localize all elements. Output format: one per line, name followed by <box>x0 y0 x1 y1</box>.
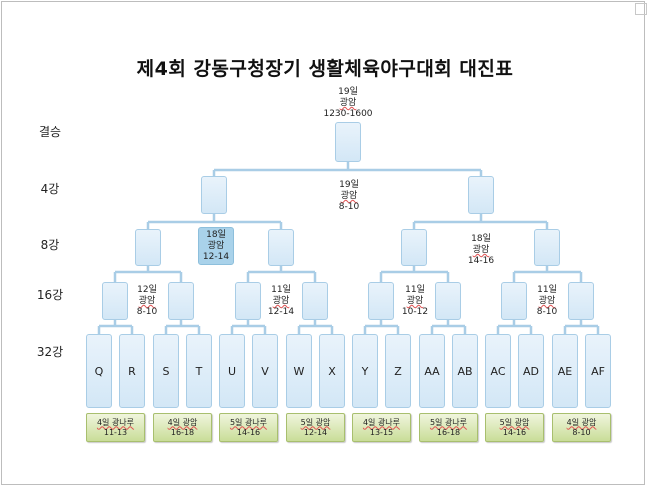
team-box-ac: AC <box>485 334 511 408</box>
r16-venue-3: 광암 <box>406 296 424 306</box>
team-box-ae: AE <box>552 334 578 408</box>
semi-box-right <box>468 176 494 214</box>
r32-schedule-2-time: 16-18 <box>170 427 195 437</box>
team-box-q: Q <box>86 334 112 408</box>
team-box-ad: AD <box>518 334 544 408</box>
quarter-right-time: 14-16 <box>467 256 495 266</box>
semi-venue: 광암 <box>340 191 358 201</box>
r32-schedule-7-time: 14-16 <box>502 427 527 437</box>
quarter-right-venue: 광암 <box>472 245 490 255</box>
r32-schedule-4-day-venue: 5일 광암 <box>300 417 331 427</box>
r16-box-1 <box>102 282 128 320</box>
team-box-aa: AA <box>419 334 445 408</box>
r16-venue-4: 광암 <box>538 296 556 306</box>
r32-schedule-5: 4일 광나루 13-15 <box>352 413 411 442</box>
final-venue: 광암 <box>339 98 357 108</box>
final-schedule-info: 19일 광암 1230-1600 <box>318 87 378 120</box>
r16-time-2: 12-14 <box>267 307 295 317</box>
final-date: 19일 <box>338 87 358 97</box>
r16-date-2: 11일 <box>271 285 291 295</box>
semi-box-left <box>201 176 227 214</box>
r32-schedule-7: 5일 광암 14-16 <box>485 413 544 442</box>
round-label-r32: 32강 <box>36 345 64 359</box>
r16-date-3: 11일 <box>405 285 425 295</box>
semi-time: 8-10 <box>338 202 360 212</box>
r16-box-6 <box>435 282 461 320</box>
r32-schedule-6-time: 16-18 <box>436 427 461 437</box>
quarter-right-schedule-info: 18일 광암 14-16 <box>458 234 504 267</box>
round-label-r16: 16강 <box>36 288 64 302</box>
r32-schedule-7-day-venue: 5일 광암 <box>499 417 530 427</box>
r16-box-5 <box>368 282 394 320</box>
team-box-w: W <box>286 334 312 408</box>
r16-time-1: 8-10 <box>136 307 158 317</box>
quarter-right-date: 18일 <box>471 234 491 244</box>
team-box-af: AF <box>585 334 611 408</box>
r16-box-8 <box>568 282 594 320</box>
r32-schedule-3-time: 14-16 <box>236 427 261 437</box>
team-box-y: Y <box>352 334 378 408</box>
final-match-box <box>335 122 361 162</box>
team-box-x: X <box>319 334 345 408</box>
quarter-left-schedule-box: 18일 광암 12-14 <box>198 227 234 265</box>
r16-date-1: 12일 <box>137 285 157 295</box>
r32-schedule-5-time: 13-15 <box>369 427 394 437</box>
r32-schedule-3: 5일 광나루 14-16 <box>219 413 278 442</box>
r16-schedule-info-1: 12일 광암 8-10 <box>129 285 165 318</box>
r32-schedule-6: 5일 광나루 16-18 <box>419 413 478 442</box>
quarter-left-venue: 광암 <box>207 240 225 251</box>
round-label-semi: 4강 <box>40 182 60 196</box>
r16-box-7 <box>501 282 527 320</box>
quarter-box-4 <box>534 229 560 266</box>
r16-time-4: 8-10 <box>536 307 558 317</box>
quarter-box-2 <box>268 229 294 266</box>
quarter-box-1 <box>135 229 161 266</box>
team-box-u: U <box>219 334 245 408</box>
r32-schedule-1: 4일 광나루 11-13 <box>86 413 145 442</box>
r32-schedule-8-day-venue: 4일 광암 <box>566 417 597 427</box>
quarter-box-3 <box>401 229 427 266</box>
team-box-t: T <box>186 334 212 408</box>
quarter-left-date: 18일 <box>206 229 226 240</box>
r16-box-3 <box>235 282 261 320</box>
semi-date: 19일 <box>339 180 359 190</box>
r32-schedule-2: 4일 광암 16-18 <box>153 413 212 442</box>
bracket-title: 제4회 강동구청장기 생활체육야구대회 대진표 <box>136 58 514 80</box>
r16-schedule-info-4: 11일 광암 8-10 <box>529 285 565 318</box>
team-box-s: S <box>153 334 179 408</box>
corner-mark <box>635 3 647 15</box>
r16-venue-1: 광암 <box>138 296 156 306</box>
r32-schedule-1-time: 11-13 <box>103 427 128 437</box>
semi-schedule-info: 19일 광암 8-10 <box>324 180 374 213</box>
r32-schedule-2-day-venue: 4일 광암 <box>167 417 198 427</box>
team-box-v: V <box>252 334 278 408</box>
r16-box-2 <box>168 282 194 320</box>
r32-schedule-8-time: 8-10 <box>572 427 591 437</box>
r16-venue-2: 광암 <box>272 296 290 306</box>
r32-schedule-4: 5일 광암 12-14 <box>286 413 345 442</box>
team-box-ab: AB <box>452 334 478 408</box>
team-box-r: R <box>119 334 145 408</box>
r32-schedule-6-day-venue: 5일 광나루 <box>429 417 468 427</box>
r16-box-4 <box>302 282 328 320</box>
r16-schedule-info-3: 11일 광암 10-12 <box>397 285 433 318</box>
r32-schedule-5-day-venue: 4일 광나루 <box>362 417 401 427</box>
round-label-quarter: 8강 <box>40 238 60 252</box>
r32-schedule-4-time: 12-14 <box>303 427 328 437</box>
r32-schedule-8: 4일 광암 8-10 <box>552 413 611 442</box>
quarter-left-time: 12-14 <box>202 251 230 262</box>
r32-schedule-1-day-venue: 4일 광나루 <box>96 417 135 427</box>
r16-time-3: 10-12 <box>401 307 429 317</box>
final-time: 1230-1600 <box>323 109 373 119</box>
r16-date-4: 11일 <box>537 285 557 295</box>
r32-schedule-3-day-venue: 5일 광나루 <box>229 417 268 427</box>
r16-schedule-info-2: 11일 광암 12-14 <box>263 285 299 318</box>
round-label-final: 결승 <box>38 125 62 139</box>
team-box-z: Z <box>385 334 411 408</box>
